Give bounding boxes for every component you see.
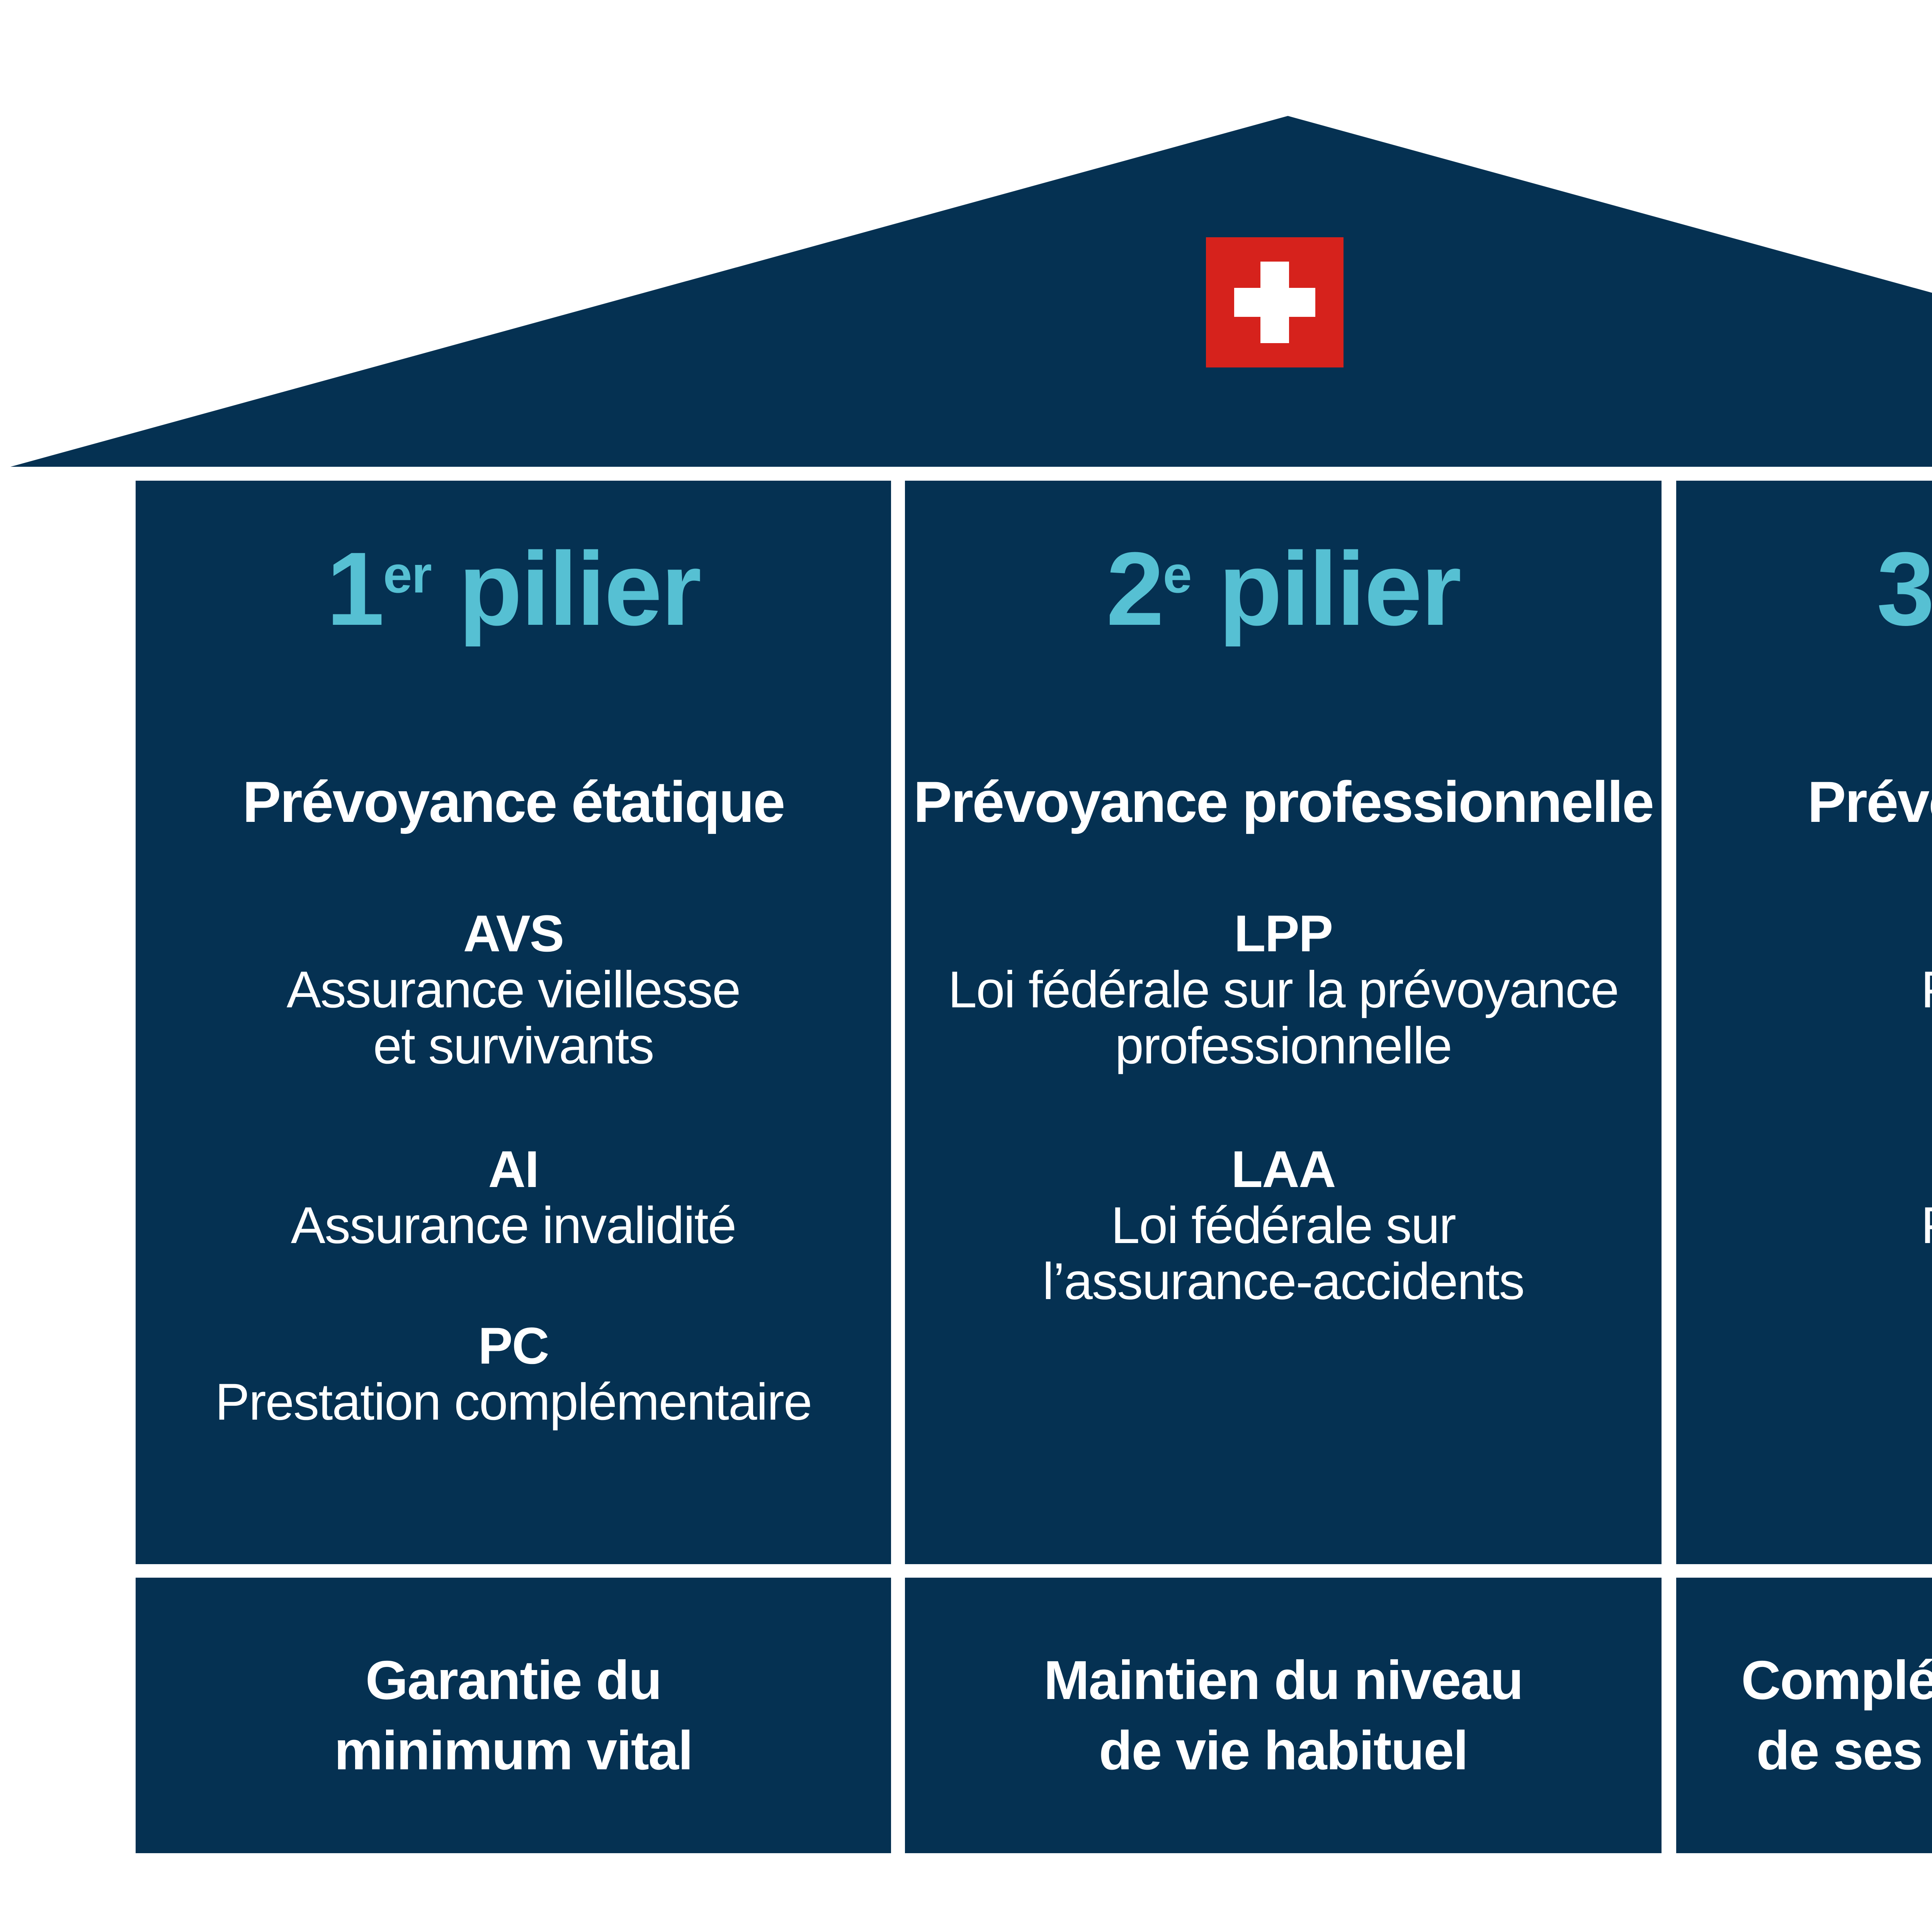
pillar-1-ordinal-suffix: er	[383, 545, 432, 604]
swiss-flag-graphic	[1206, 237, 1344, 367]
group-label: 3b	[1676, 1141, 1932, 1197]
group-line: Prestation complémentaire	[215, 1373, 813, 1431]
pillar-2-goal-box: Maintien du niveau de vie habituel	[905, 1578, 1662, 1853]
goal-line: Maintien du niveau	[1044, 1649, 1524, 1711]
roof-triangle	[10, 116, 1932, 467]
pillar-2-title-word: pilier	[1218, 531, 1462, 647]
group-line: et survivants	[373, 1017, 654, 1075]
group-line: Prévoyance	[1676, 962, 1932, 1018]
group-label: 3a	[1676, 906, 1932, 962]
pillar-2-group-lpp: LPP Loi fédérale sur la prévoyance profe…	[905, 906, 1662, 1074]
group-label: AVS	[463, 905, 565, 963]
cross-horizontal-bar	[1234, 288, 1315, 317]
group-label: LAA	[1231, 1141, 1336, 1198]
group-line: professionnelle	[1115, 1017, 1452, 1075]
pillar-2-number: 2	[1106, 531, 1164, 647]
goal-line: Complément en fonction	[1741, 1649, 1932, 1711]
house-roof	[10, 116, 1932, 467]
swiss-flag-icon	[1206, 237, 1344, 367]
pillar-3-goal-box: Complément en fonction de ses propres be…	[1676, 1578, 1932, 1853]
group-line: liée	[1676, 1018, 1932, 1074]
group-line: libre	[1676, 1253, 1932, 1310]
pillar-1-subtitle: Prévoyance étatique	[242, 769, 786, 834]
group-label: LPP	[1234, 905, 1333, 963]
pillar-3-subtitle: Prévoyance privée	[1807, 769, 1932, 834]
group-line: l’assurance-accidents	[1042, 1253, 1525, 1310]
goal-line: de ses propres besoins	[1756, 1719, 1932, 1781]
group-line: Prévoyance	[1676, 1197, 1932, 1253]
pillar-2-group-laa: LAA Loi fédérale sur l’assurance-acciden…	[905, 1141, 1662, 1310]
goal-line: minimum vital	[334, 1719, 693, 1781]
pillar-3-group-3b: 3b Prévoyance libre	[1676, 1141, 1932, 1310]
pillar-3-group-3a: 3a Prévoyance liée	[1676, 906, 1932, 1074]
group-line: Loi fédérale sur	[1111, 1197, 1456, 1254]
pillar-1-title-word: pilier	[458, 531, 702, 647]
group-label: PC	[478, 1317, 549, 1375]
pillar-2-subtitle: Prévoyance professionnelle	[913, 769, 1654, 834]
goal-line: de vie habituel	[1099, 1719, 1469, 1781]
pillar-1-group-ai: AI Assurance invalidité	[136, 1141, 891, 1253]
pillar-2-ordinal-suffix: e	[1163, 545, 1192, 604]
group-line: Loi fédérale sur la prévoyance	[948, 961, 1619, 1019]
group-label: AI	[488, 1141, 539, 1198]
pillar-1-number: 1	[326, 531, 384, 647]
pillar-3-title: 3epilier	[1676, 537, 1932, 641]
pillar-1-goal-box: Garantie du minimum vital	[136, 1578, 891, 1853]
pillar-1-group-avs: AVS Assurance vieillesse et survivants	[136, 906, 891, 1074]
pillar-3-number: 3	[1876, 531, 1932, 647]
pillar-3: 3epilier Prévoyance privée 3a Prévoyance…	[1676, 481, 1932, 1564]
group-line: Assurance vieillesse	[286, 961, 741, 1019]
pillar-1-group-pc: PC Prestation complémentaire	[136, 1318, 891, 1430]
goal-line: Garantie du	[365, 1649, 662, 1711]
group-line: Assurance invalidité	[291, 1197, 737, 1254]
